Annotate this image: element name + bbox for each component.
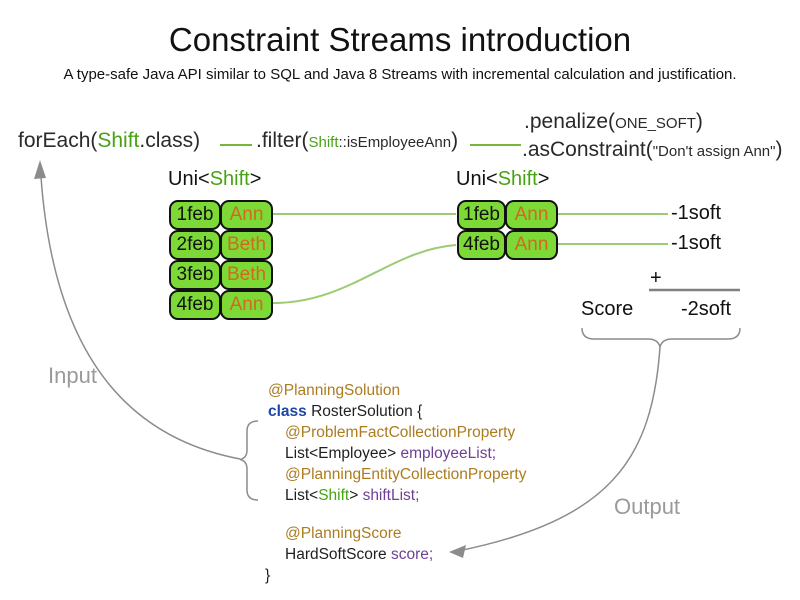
- right-type-shift: Shift: [497, 168, 538, 190]
- left-type-post: >: [249, 168, 262, 190]
- page-title: Constraint Streams introduction: [168, 21, 632, 58]
- foreach-call: forEach(Shift.class): [18, 129, 200, 153]
- asconstraint-post-token: ): [775, 138, 783, 161]
- input-arrow-curve: [40, 176, 241, 460]
- penalize-arg-token: ONE_SOFT: [615, 115, 696, 132]
- asconstraint-pre-token: .asConstraint(: [522, 138, 653, 161]
- left-row-employee: Beth: [220, 260, 273, 290]
- right-row-date: 4feb: [457, 230, 506, 260]
- filter-method-token: ::isEmployeeAnn: [338, 134, 452, 151]
- score-total: -2soft: [681, 298, 732, 320]
- filter-post-token: ): [451, 129, 459, 152]
- code-score-type: HardSoftScore: [285, 546, 391, 563]
- input-arrowhead-icon: [34, 160, 46, 179]
- code-blank-line: [265, 506, 526, 523]
- filter-pre-token: .filter(: [256, 129, 309, 152]
- right-type-pre: Uni<: [456, 168, 498, 190]
- penalize-post-token: ): [695, 110, 703, 133]
- code-class-line: class RosterSolution {: [265, 401, 526, 422]
- page-subtitle: A type-safe Java API similar to SQL and …: [63, 66, 737, 83]
- code-employee-list-field: employeeList;: [400, 445, 497, 462]
- output-label: Output: [614, 494, 681, 519]
- left-type-pre: Uni<: [168, 168, 210, 190]
- output-arrow-curve: [457, 346, 661, 552]
- code-annotation-score: @PlanningScore: [285, 525, 402, 542]
- left-stream-type-label: Uni<Shift>: [168, 168, 261, 191]
- left-row-date: 2feb: [169, 230, 221, 260]
- code-annotation-planning-entity: @PlanningEntityCollectionProperty: [285, 466, 527, 483]
- row-4feb-connector: [272, 244, 457, 304]
- left-row-date: 3feb: [169, 260, 221, 290]
- code-class-name: RosterSolution {: [306, 403, 423, 420]
- score-label: Score: [581, 298, 634, 320]
- left-row-employee: Ann: [220, 200, 273, 230]
- code-shift-list-pre: List<: [285, 487, 319, 504]
- left-row-date: 4feb: [169, 290, 221, 320]
- foreach-post-token: .class): [139, 129, 201, 152]
- plus-sign: +: [650, 267, 662, 289]
- code-score-field: score;: [390, 546, 434, 563]
- code-block: @PlanningSolution class RosterSolution {…: [265, 380, 526, 586]
- foreach-pre-token: forEach(: [18, 129, 98, 152]
- right-row-employee: Ann: [505, 230, 558, 260]
- code-shift-list-mid: >: [349, 487, 363, 504]
- code-employee-list-type: List<Employee>: [285, 445, 401, 462]
- code-shift-list-field: shiftList;: [362, 487, 420, 504]
- code-shift-list-line: List<Shift> shiftList;: [265, 485, 526, 506]
- right-type-post: >: [537, 168, 550, 190]
- filter-shift-token: Shift: [308, 134, 339, 151]
- left-row-employee: Ann: [220, 290, 273, 320]
- right-row-employee: Ann: [505, 200, 558, 230]
- penalty-value: -1soft: [671, 202, 722, 224]
- code-annotation-solution: @PlanningSolution: [268, 382, 401, 399]
- right-stream-type-label: Uni<Shift>: [456, 168, 549, 191]
- output-arrowhead-icon: [449, 545, 466, 558]
- asconstraint-call: .asConstraint("Don't assign Ann"): [522, 138, 782, 162]
- foreach-shift-token: Shift: [97, 129, 140, 152]
- code-brace: [239, 420, 259, 501]
- code-shift-list-class: Shift: [318, 487, 350, 504]
- code-class-keyword: class: [268, 403, 307, 420]
- code-close-brace: }: [265, 567, 271, 584]
- code-employee-list-line: List<Employee> employeeList;: [265, 443, 526, 464]
- left-type-shift: Shift: [209, 168, 250, 190]
- input-label: Input: [48, 363, 97, 388]
- left-row-employee: Beth: [220, 230, 273, 260]
- asconstraint-arg-token: "Don't assign Ann": [652, 143, 776, 160]
- score-brace: [581, 327, 741, 348]
- code-score-line: HardSoftScore score;: [265, 544, 526, 565]
- penalize-pre-token: .penalize(: [524, 110, 616, 133]
- penalize-call: .penalize(ONE_SOFT): [524, 110, 703, 134]
- filter-call: .filter(Shift::isEmployeeAnn): [256, 129, 458, 153]
- penalty-value: -1soft: [671, 232, 722, 254]
- left-row-date: 1feb: [169, 200, 221, 230]
- right-row-date: 1feb: [457, 200, 506, 230]
- code-annotation-problem-fact: @ProblemFactCollectionProperty: [285, 424, 516, 441]
